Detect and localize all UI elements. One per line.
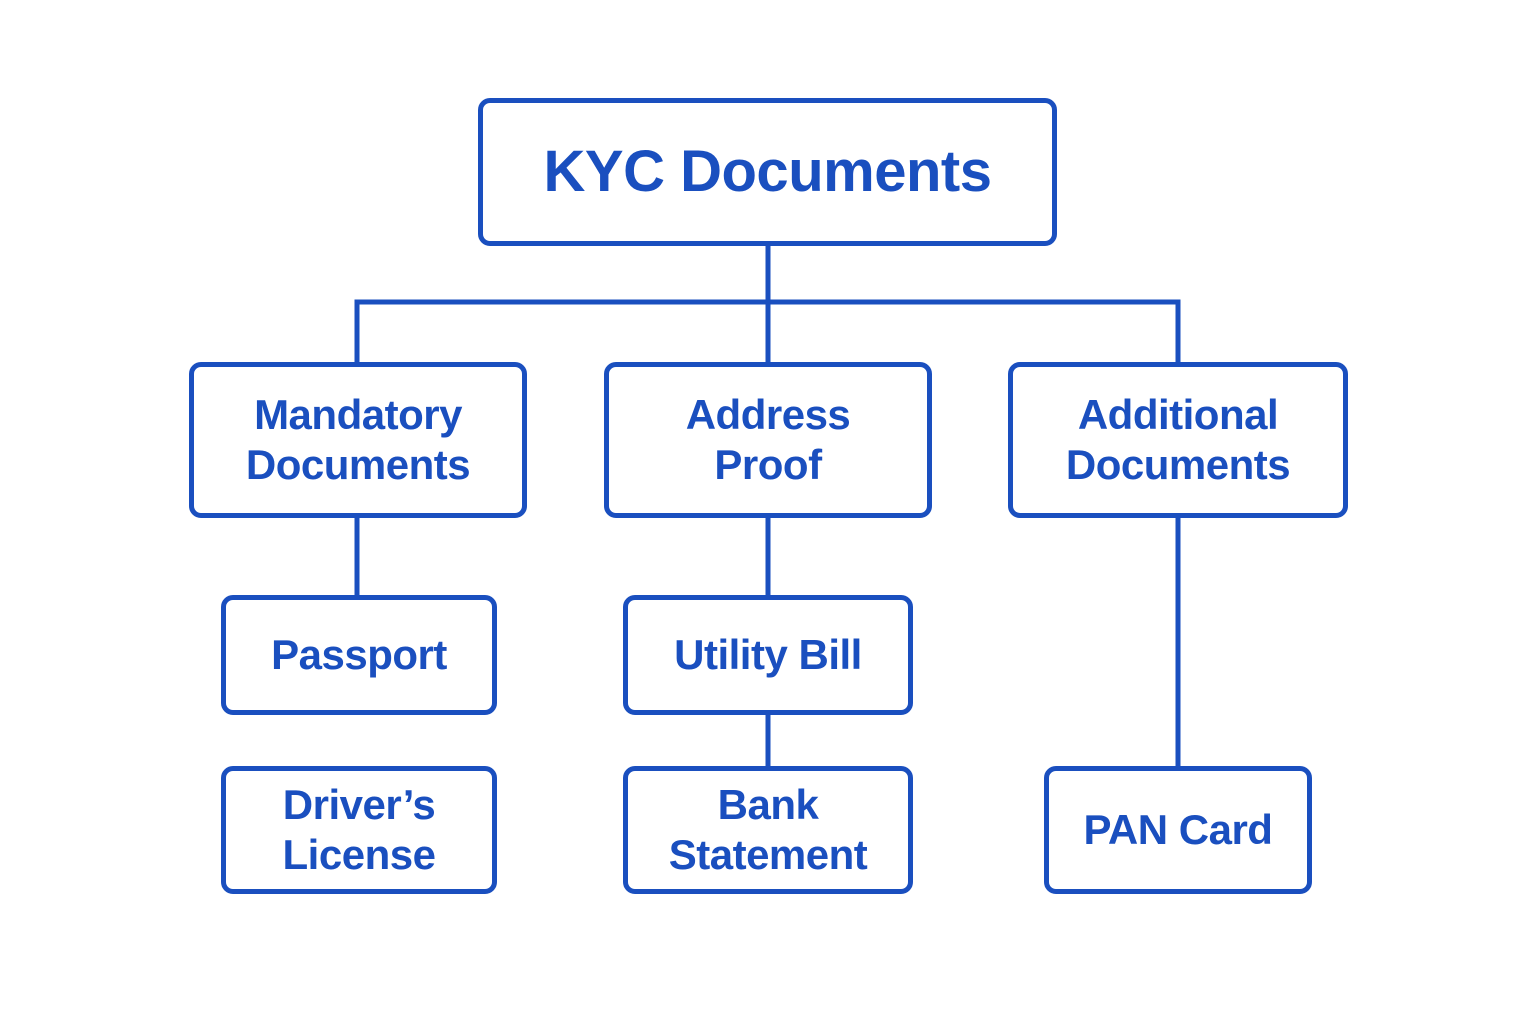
root-label: KYC Documents xyxy=(543,139,992,205)
leaf-passport: Passport xyxy=(221,595,497,715)
category-label: Additional Documents xyxy=(1065,390,1291,488)
leaf-bank-statement: Bank Statement xyxy=(623,766,913,894)
category-label: Address Proof xyxy=(685,390,851,488)
leaf-label: Passport xyxy=(271,630,447,678)
root-node: KYC Documents xyxy=(478,98,1057,246)
leaf-utility-bill: Utility Bill xyxy=(623,595,913,715)
leaf-label: Bank Statement xyxy=(668,780,868,878)
leaf-drivers-license: Driver’s License xyxy=(221,766,497,894)
category-label: Mandatory Documents xyxy=(245,390,471,488)
leaf-label: PAN Card xyxy=(1083,805,1273,853)
category-additional-documents: Additional Documents xyxy=(1008,362,1348,518)
category-mandatory-documents: Mandatory Documents xyxy=(189,362,527,518)
leaf-label: Utility Bill xyxy=(674,630,862,678)
leaf-label: Driver’s License xyxy=(282,780,436,878)
category-address-proof: Address Proof xyxy=(604,362,932,518)
leaf-pan-card: PAN Card xyxy=(1044,766,1312,894)
